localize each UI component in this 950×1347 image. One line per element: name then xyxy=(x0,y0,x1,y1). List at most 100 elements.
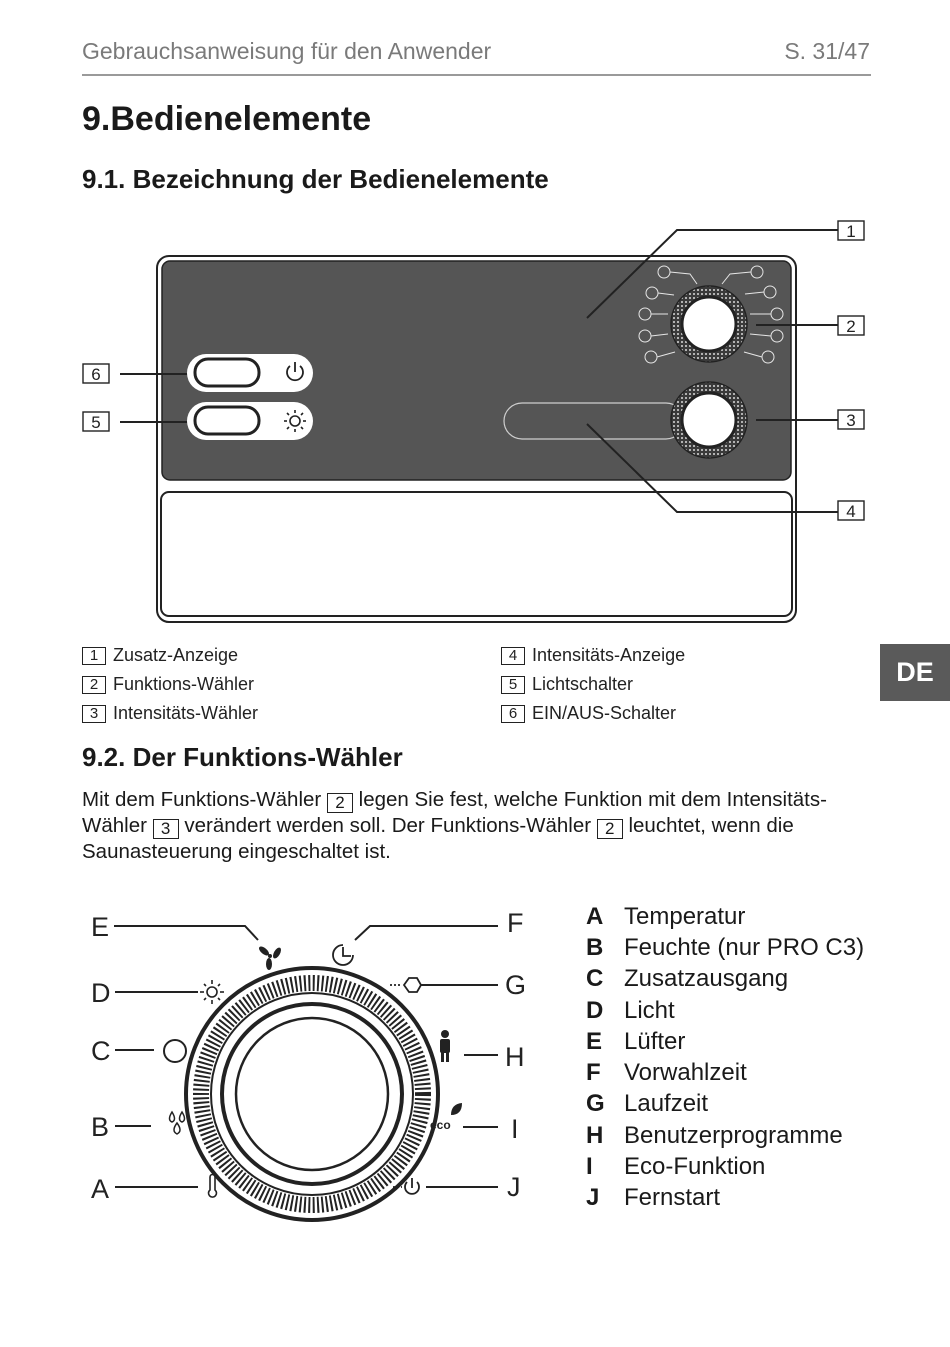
function-label: Lüfter xyxy=(624,1027,686,1055)
leader-f xyxy=(354,925,498,941)
function-label: Licht xyxy=(624,996,675,1024)
legend-item: 3 Intensitäts-Wähler xyxy=(82,699,258,728)
function-key: I xyxy=(586,1153,593,1181)
section-name: Bedienelemente xyxy=(110,100,372,138)
eco-icon-label: eco xyxy=(430,1118,451,1132)
selector-ring-inner-edge xyxy=(210,992,414,1196)
callout-2: 2 xyxy=(846,317,855,336)
callout-6: 6 xyxy=(91,365,100,384)
legend-label: Lichtschalter xyxy=(532,674,634,694)
remote-start-icon xyxy=(393,1178,420,1195)
header-title: Gebrauchsanweisung für den Anwender xyxy=(82,38,492,64)
callout-3: 3 xyxy=(846,411,855,430)
selector-knob[interactable] xyxy=(234,1016,390,1172)
function-row: E Lüfter xyxy=(586,1026,864,1057)
subsection-title-2: 9.2. Der Funktions-Wähler xyxy=(82,742,403,772)
legend-label: Intensitäts-Anzeige xyxy=(532,645,686,665)
function-key: E xyxy=(586,1027,603,1055)
function-key: B xyxy=(586,933,604,961)
function-label: Eco-Funktion xyxy=(624,1153,766,1181)
function-knob[interactable] xyxy=(680,295,738,353)
function-selector-diagram: eco E F D G C H B I A J xyxy=(91,908,526,1222)
callout-box-5 xyxy=(82,411,110,432)
page-number: S. 31/47 xyxy=(784,38,870,64)
callout-box-2 xyxy=(837,315,865,336)
letter-b: B xyxy=(91,1112,109,1142)
function-label: Fernstart xyxy=(624,1184,721,1212)
aux-output-icon xyxy=(163,1039,187,1063)
fan-icon xyxy=(259,946,281,970)
eco-icon: eco xyxy=(430,1103,462,1132)
callout-1: 1 xyxy=(846,222,855,241)
power-icon xyxy=(286,362,304,382)
letter-f: F xyxy=(507,908,524,938)
letter-j: J xyxy=(507,1172,521,1202)
function-key: F xyxy=(586,1059,601,1087)
leader-e xyxy=(114,925,259,941)
legend-num: 3 xyxy=(82,704,106,723)
function-knob-icons xyxy=(638,265,784,364)
section-title: 9.Bedienelemente xyxy=(82,100,371,139)
intensity-knob[interactable] xyxy=(680,391,738,449)
function-row: A Temperatur xyxy=(586,901,864,932)
runtime-icon xyxy=(390,977,423,993)
para-ref-box: 2 xyxy=(596,819,623,839)
letter-e: E xyxy=(91,912,109,942)
light-icon-small xyxy=(200,980,224,1004)
letter-d: D xyxy=(91,978,111,1008)
function-row: D Licht xyxy=(586,995,864,1026)
humidity-icon xyxy=(168,1110,186,1135)
timer-icon xyxy=(332,944,354,966)
function-row: I Eco-Funktion xyxy=(586,1151,864,1182)
callout-box-1 xyxy=(837,220,865,241)
legend-label: Zusatz-Anzeige xyxy=(113,645,239,665)
legend-num: 6 xyxy=(501,704,525,723)
panel-lower xyxy=(160,491,793,617)
para-text: Mit dem Funktions-Wähler xyxy=(82,788,322,811)
para-text: leuchtet, wenn die Saunasteuerung einges… xyxy=(82,814,794,863)
control-panel-diagram: 1 2 3 4 6 5 xyxy=(82,220,865,623)
leader-line-1 xyxy=(586,229,838,319)
para-text: legen Sie fest, welche Funktion mit dem … xyxy=(82,788,827,837)
header-rule xyxy=(82,74,871,76)
legend-label: Funktions-Wähler xyxy=(113,674,255,694)
para-text: verändert werden soll. Der Funktions-Wäh… xyxy=(178,814,597,837)
light-switch-button[interactable] xyxy=(193,405,261,436)
legend-num: 4 xyxy=(501,646,525,665)
power-switch-button[interactable] xyxy=(193,357,261,388)
function-row: F Vorwahlzeit xyxy=(586,1057,864,1088)
callout-box-6 xyxy=(82,363,110,384)
language-tab: DE xyxy=(880,644,950,701)
selector-knurl-ring xyxy=(193,975,431,1213)
leader-line-4 xyxy=(586,423,838,513)
subsection-title-1: 9.1. Bezeichnung der Bedienelemente xyxy=(82,164,549,194)
function-key: D xyxy=(586,996,604,1024)
letter-i: I xyxy=(511,1114,519,1144)
function-row: J Fernstart xyxy=(586,1183,864,1214)
function-label: Temperatur xyxy=(624,902,746,930)
letter-a: A xyxy=(91,1174,109,1204)
function-key: A xyxy=(586,902,604,930)
legend-label: Intensitäts-Wähler xyxy=(113,703,259,723)
function-label: Benutzerprogramme xyxy=(624,1121,843,1149)
legend-item: 4 Intensitäts-Anzeige xyxy=(501,641,685,670)
function-label: Vorwahlzeit xyxy=(624,1059,747,1087)
function-key: H xyxy=(586,1121,604,1149)
function-key: C xyxy=(586,965,604,993)
thermometer-icon xyxy=(207,1173,218,1198)
user-program-icon xyxy=(440,1030,450,1062)
function-key: J xyxy=(586,1184,600,1212)
letter-h: H xyxy=(505,1042,525,1072)
function-row: H Benutzerprogramme xyxy=(586,1120,864,1151)
callout-box-3 xyxy=(837,409,865,430)
function-label: Laufzeit xyxy=(624,1090,709,1118)
